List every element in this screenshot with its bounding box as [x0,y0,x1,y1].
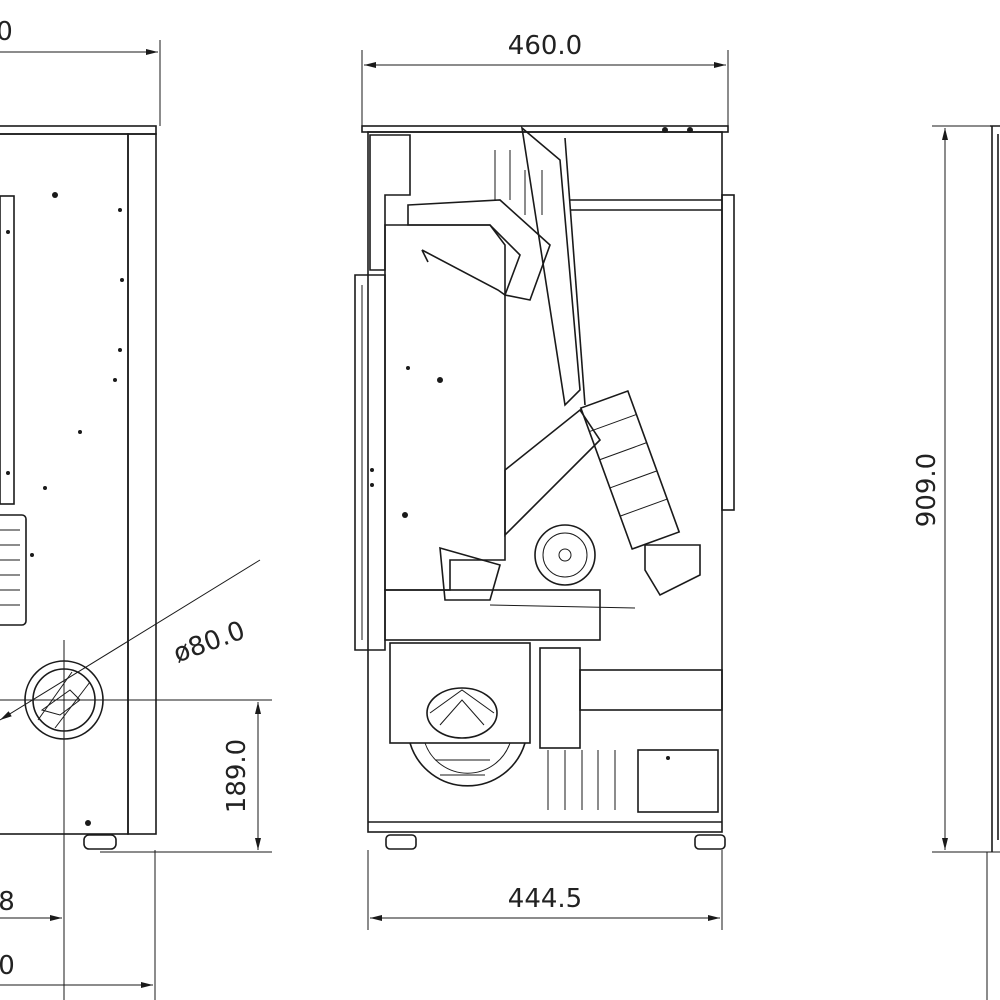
dimension-base-width: 444.5 [508,884,582,914]
dimension-front-width: 460.0 [508,31,582,61]
dimension-overall-height: 909.0 [912,453,942,527]
dimension-left-top-width: .0 [0,17,13,47]
section-view-center [354,50,735,930]
side-view-left [0,40,272,1000]
side-view-right [932,125,1000,1000]
dimension-flue-height: 189.0 [222,739,252,813]
dimension-left-offset: .8 [0,887,15,917]
dimension-left-bottom-width: .0 [0,951,15,981]
dimension-flue-diameter: ø80.0 [169,616,249,669]
